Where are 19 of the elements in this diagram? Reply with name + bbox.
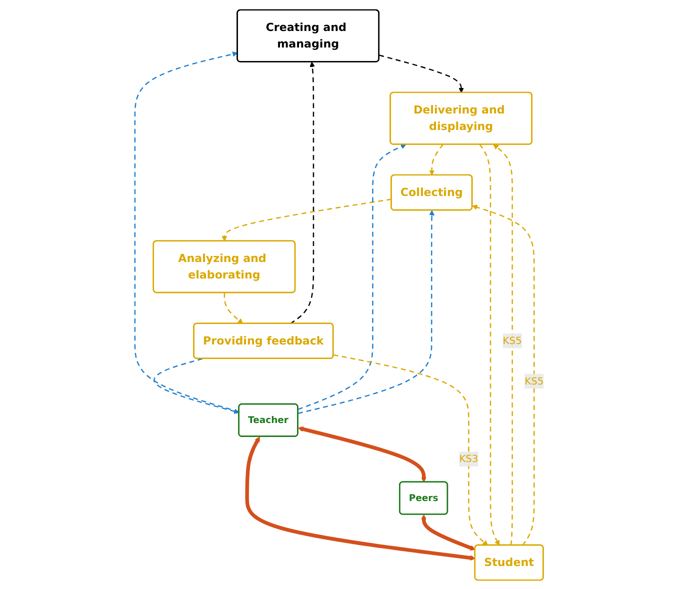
arrow bbox=[378, 54, 464, 92]
arrow bbox=[134, 50, 239, 412]
edge-label: KS5 bbox=[502, 334, 522, 346]
arrow bbox=[153, 358, 240, 414]
arrow bbox=[420, 514, 476, 550]
arrow bbox=[290, 61, 315, 324]
arrow bbox=[221, 198, 392, 241]
edge-label: KS5 bbox=[524, 374, 544, 386]
arrow bbox=[298, 210, 434, 414]
arrow bbox=[224, 292, 243, 324]
arrow bbox=[428, 144, 444, 175]
arrow bbox=[298, 144, 406, 410]
arrow bbox=[332, 354, 488, 546]
edge-label: KS3 bbox=[458, 452, 478, 464]
arrow bbox=[472, 204, 534, 546]
arrow bbox=[298, 426, 426, 482]
arrow bbox=[492, 144, 513, 545]
arrow bbox=[244, 436, 476, 560]
arrow bbox=[479, 144, 500, 546]
